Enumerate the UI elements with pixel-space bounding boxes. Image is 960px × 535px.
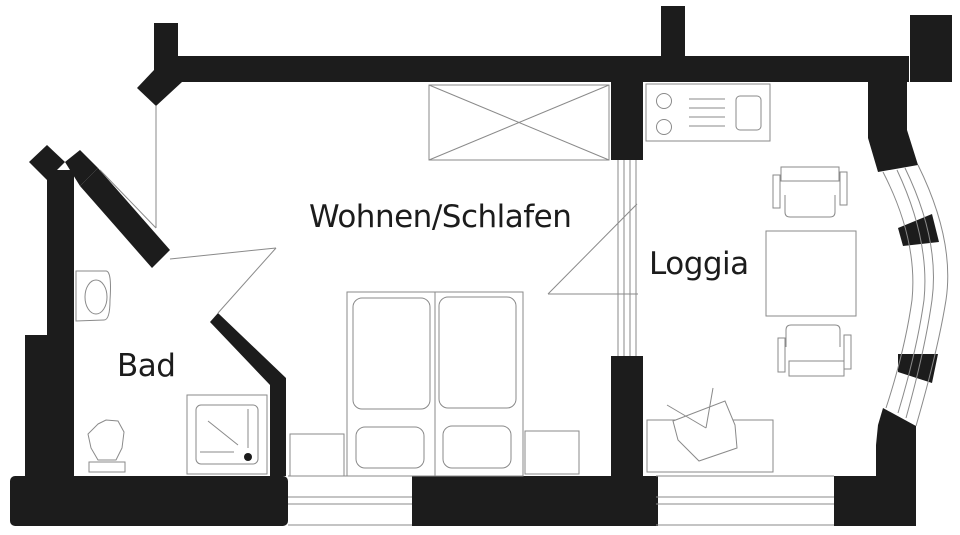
window-pier-2 — [898, 354, 938, 383]
room-label-wohnen-schlafen: Wohnen/Schlafen — [309, 199, 572, 235]
entrance-door-swing — [99, 106, 157, 229]
bottom-right-block — [834, 476, 916, 526]
armchair-top — [772, 166, 848, 218]
walls — [10, 6, 952, 526]
table — [765, 230, 857, 317]
top-left-diagonal-wall — [137, 70, 182, 106]
bath-diagonal-wall-upper — [80, 168, 170, 268]
stove-burner-2 — [656, 119, 672, 135]
top-right-block — [910, 15, 952, 82]
left-diagonal-cap-1 — [29, 145, 65, 180]
wardrobe — [428, 84, 610, 161]
right-wall-upper — [868, 82, 918, 172]
partition-wall-top — [611, 80, 643, 160]
room-label-bad: Bad — [117, 348, 176, 384]
left-wall-thick — [25, 335, 49, 480]
toilet — [87, 419, 126, 473]
desk-chair — [672, 400, 738, 462]
nightstand-left — [289, 433, 345, 477]
doors — [99, 106, 277, 314]
window-bottom-right — [656, 475, 834, 526]
partition-wall-bottom — [611, 356, 643, 476]
bottom-wall-left — [10, 476, 288, 526]
double-bed — [346, 291, 524, 477]
left-diagonal-cap-2 — [65, 150, 98, 186]
armchair-bottom — [777, 324, 852, 377]
washbasin — [75, 270, 111, 322]
pillow-right — [438, 296, 517, 409]
nightstand-right — [524, 430, 580, 475]
stove-burner-1 — [656, 93, 672, 109]
window-bottom-left — [288, 475, 412, 526]
bath-door-swing — [169, 247, 277, 314]
kitchenette — [645, 83, 771, 142]
loggia-fixtures — [645, 83, 857, 473]
room-label-loggia: Loggia — [649, 246, 749, 282]
window-right-curved — [882, 164, 949, 427]
living-fixtures — [289, 84, 610, 477]
blanket-left — [355, 426, 425, 469]
desk-with-chair — [646, 387, 774, 473]
shower-drain — [244, 453, 252, 461]
glass-door-partition — [547, 160, 638, 356]
top-middle-stub — [661, 6, 685, 58]
left-wall — [47, 170, 74, 476]
sink — [735, 95, 762, 131]
windows — [288, 160, 949, 526]
right-wall-lower — [876, 408, 916, 480]
top-wall — [178, 56, 909, 82]
bath-diagonal-wall-lower — [210, 313, 286, 476]
blanket-right — [442, 425, 512, 469]
bottom-wall-middle — [412, 476, 658, 526]
pillow-left — [352, 297, 431, 410]
shower-tray — [186, 394, 268, 475]
bath-fixtures — [75, 270, 268, 475]
